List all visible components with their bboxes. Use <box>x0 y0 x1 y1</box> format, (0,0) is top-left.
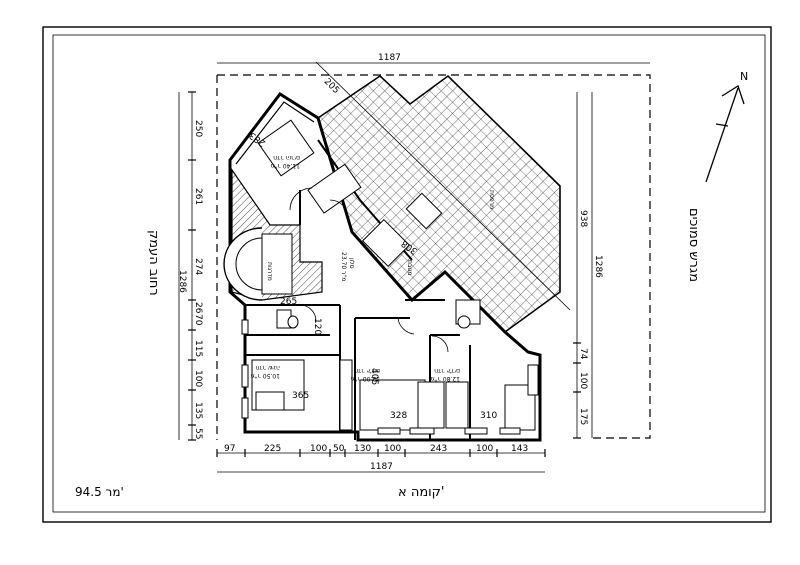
room-child2-size: 12.80 מ"ר <box>431 375 460 382</box>
inner-wall-1 <box>235 101 315 165</box>
floor-area: 94.5 מר' <box>75 485 124 499</box>
room-child1-name: חדר ילדים <box>354 367 380 374</box>
room-bed3-size: 10.50 מ"ר <box>251 372 280 379</box>
dim-bottom-total: 1187 <box>370 462 393 472</box>
dim-bottom-2: 100 <box>310 444 327 454</box>
dim-left-6: 100 <box>193 370 203 387</box>
room-living-name: סלון <box>348 258 355 269</box>
plot-boundary <box>217 74 651 439</box>
room-stair-name: מדרגות <box>266 262 273 281</box>
dim-top-total: 1187 <box>378 53 401 63</box>
sheet-border-outer <box>42 26 772 523</box>
dim-left-total: 1286 <box>177 270 187 293</box>
balcony-grid <box>317 74 561 334</box>
dim-left-0: 250 <box>193 120 203 137</box>
room-child2-name: חדר ילדים <box>434 367 460 374</box>
stair-curve <box>223 227 263 301</box>
dim-bottom-0: 97 <box>224 444 235 454</box>
room-master-size: 11.40 מ"ר <box>271 162 300 169</box>
dim-right-total: 1286 <box>593 255 603 278</box>
room-balcony-name: מרפסת <box>488 190 495 209</box>
dim-left-1: 261 <box>193 188 203 205</box>
dim-bottom-4: 130 <box>354 444 371 454</box>
dim-left-2: 274 <box>193 258 203 275</box>
room-master-name: חדר הורים <box>273 154 300 161</box>
neighbor-label-right: מגרש סמוכים <box>686 208 701 282</box>
dim-inner-310: 310 <box>480 411 497 421</box>
dim-right-0: 74 <box>578 348 588 360</box>
dim-left-3: 26 <box>193 302 203 314</box>
dim-bottom-6: 243 <box>430 444 447 454</box>
sheet-border-inner <box>52 34 766 513</box>
dim-diag-top: 205 <box>322 77 341 96</box>
dim-inner-405: 405 <box>369 368 379 385</box>
dim-inner-365: 365 <box>292 391 309 401</box>
dim-right-inner: 938 <box>578 210 588 227</box>
dim-bottom-8: 143 <box>511 444 528 454</box>
dim-left-5: 115 <box>193 340 203 357</box>
dimension-lines <box>178 61 650 473</box>
dim-inner-120: 120 <box>312 318 322 335</box>
floor-title: קומה א' <box>398 485 445 500</box>
dimension-ticks <box>188 91 581 457</box>
dim-inner-328: 328 <box>390 411 407 421</box>
dim-inner-265: 265 <box>280 297 297 307</box>
room-kitchen-name: מטבח <box>406 260 413 275</box>
dim-right-1: 100 <box>578 372 588 389</box>
dim-bottom-3: 50 <box>333 444 345 454</box>
furniture <box>251 119 539 431</box>
windows <box>241 319 521 435</box>
north-label: N <box>740 70 748 83</box>
dim-left-4: 70 <box>193 314 203 326</box>
room-bed3-name: חדר שינה <box>256 364 280 371</box>
dim-right-2: 175 <box>578 408 588 425</box>
dim-left-8: 55 <box>193 428 203 439</box>
door-swings <box>289 187 449 353</box>
dim-bottom-1: 225 <box>264 444 281 454</box>
room-child1-size: 12.00 מ"ר <box>351 375 380 382</box>
north-arrow-icon <box>705 85 745 183</box>
street-label-left: רחוב העמק <box>146 230 161 296</box>
room-living-size: 23.70 מ"ר <box>340 252 347 281</box>
dim-bottom-5: 100 <box>384 444 401 454</box>
dim-bottom-7: 100 <box>476 444 493 454</box>
dim-left-7: 135 <box>193 402 203 419</box>
